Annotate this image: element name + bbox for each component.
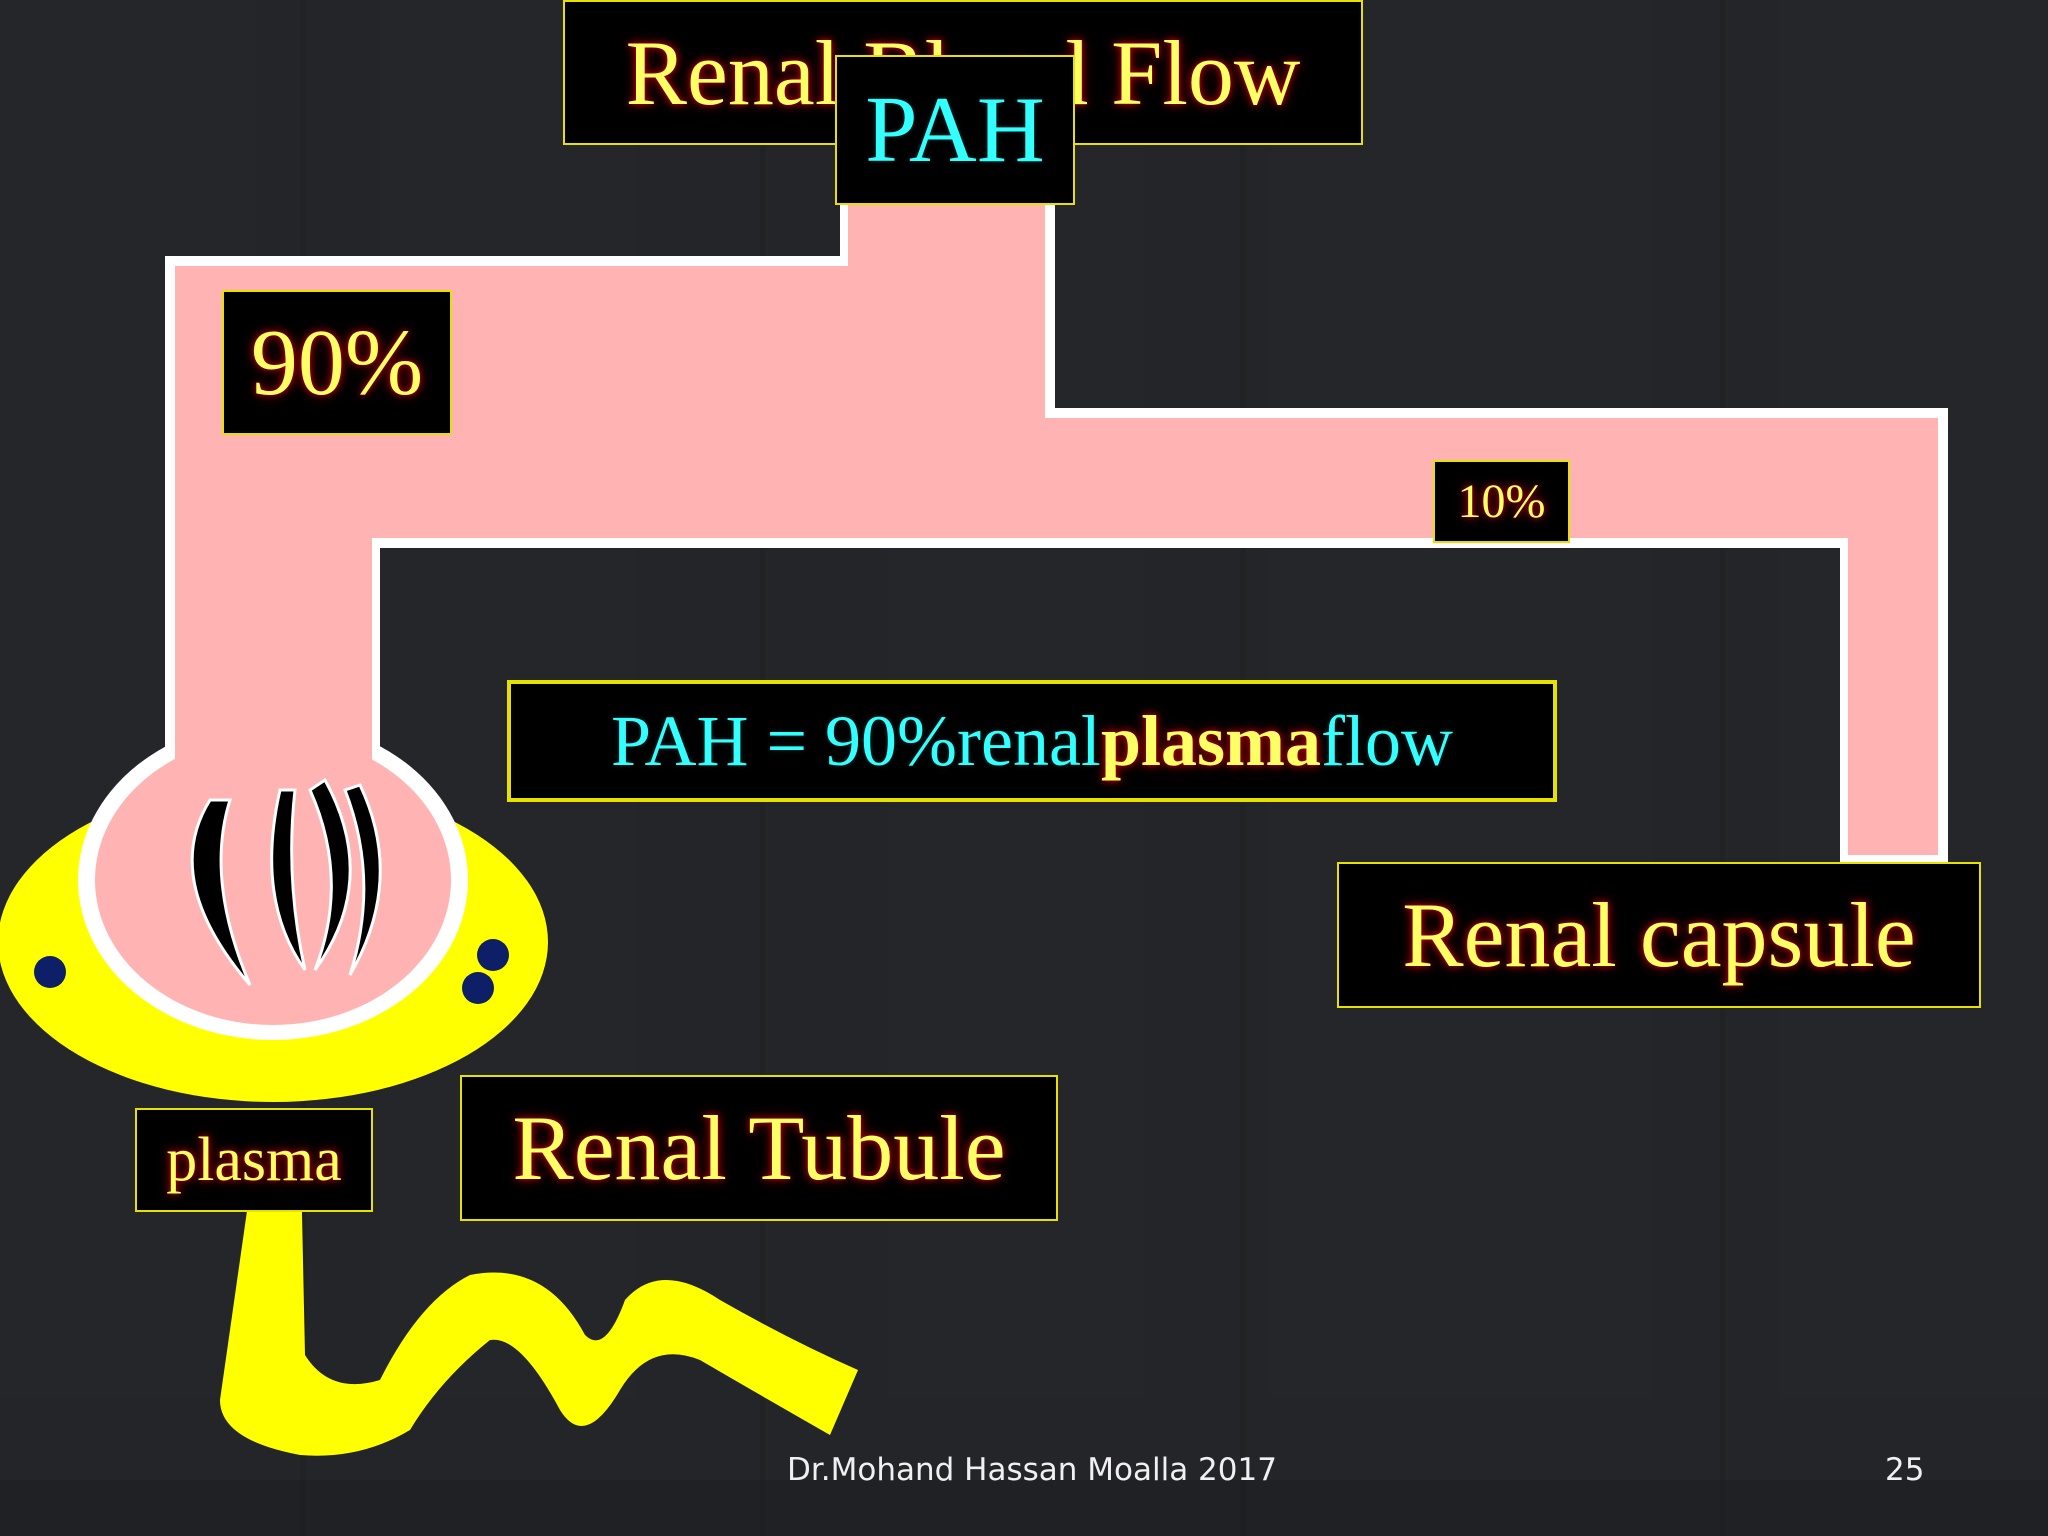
renal-tubule-path bbox=[220, 1120, 858, 1456]
capsule-text: Renal capsule bbox=[1402, 884, 1916, 986]
blood-vessel bbox=[165, 185, 1948, 862]
pah-label: PAH bbox=[835, 55, 1075, 205]
left-branch-percent: 90% bbox=[222, 290, 452, 435]
pah-statement: PAH = 90% renal plasma flow bbox=[507, 680, 1557, 802]
bowmans-capsule bbox=[0, 700, 548, 1102]
right-percent-text: 10% bbox=[1457, 475, 1546, 528]
statement-plasma: plasma bbox=[1100, 700, 1321, 781]
footer-author: Dr.Mohand Hassan Moalla 2017 bbox=[787, 1452, 1277, 1488]
statement-renal: renal bbox=[957, 700, 1101, 781]
plasma-text: plasma bbox=[166, 1125, 342, 1194]
statement-flow: flow bbox=[1320, 700, 1453, 781]
right-branch-percent: 10% bbox=[1433, 460, 1570, 543]
statement-pah: PAH = 90% bbox=[611, 700, 958, 781]
pah-text: PAH bbox=[865, 78, 1045, 182]
renal-capsule-label: Renal capsule bbox=[1337, 862, 1981, 1008]
left-percent-text: 90% bbox=[250, 310, 424, 415]
plasma-label: plasma bbox=[135, 1108, 373, 1212]
tubule-text: Renal Tubule bbox=[512, 1097, 1006, 1199]
page-number: 25 bbox=[1885, 1452, 1925, 1488]
renal-tubule-label: Renal Tubule bbox=[460, 1075, 1058, 1221]
